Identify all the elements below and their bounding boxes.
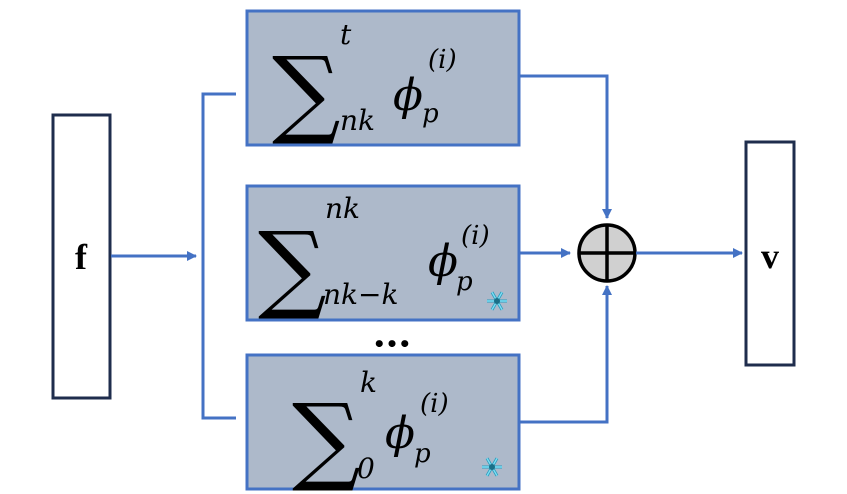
sum-lower-limit: 0 (357, 452, 375, 485)
phi-subscript: p (422, 99, 439, 129)
phi-symbol: ϕ (428, 236, 458, 287)
phi-subscript: p (456, 267, 473, 297)
sum-symbol: ∑ (272, 36, 341, 148)
block-middle: ∑ nk nk−k ϕ (i) p (245, 184, 521, 323)
output-label: v (761, 236, 779, 276)
phi-subscript: p (414, 439, 431, 469)
bottom-to-sum-arrow (519, 285, 612, 424)
branch-bracket (201, 92, 236, 420)
sum-symbol: ∑ (292, 383, 361, 494)
sum-lower-limit: nk−k (323, 278, 398, 311)
sum-upper-limit: t (340, 18, 352, 51)
phi-symbol: ϕ (385, 408, 415, 459)
sum-symbol: ∑ (258, 211, 327, 323)
output-node: v (744, 140, 796, 367)
sum-node (577, 223, 637, 283)
block-bottom: ∑ k 0 ϕ (i) p (245, 353, 521, 494)
input-node: f (51, 113, 112, 400)
phi-superscript: (i) (420, 389, 449, 419)
sum-lower-limit: nk (340, 104, 375, 137)
phi-symbol: ϕ (393, 70, 423, 121)
block-top: ∑ t nk ϕ (i) p (245, 9, 521, 148)
phi-superscript: (i) (461, 221, 490, 251)
ellipsis: ••• (373, 332, 411, 356)
input-label: f (75, 237, 88, 277)
sum-upper-limit: nk (325, 192, 360, 225)
sum-upper-limit: k (360, 366, 377, 399)
phi-superscript: (i) (428, 45, 457, 75)
top-to-sum-arrow (519, 74, 612, 219)
